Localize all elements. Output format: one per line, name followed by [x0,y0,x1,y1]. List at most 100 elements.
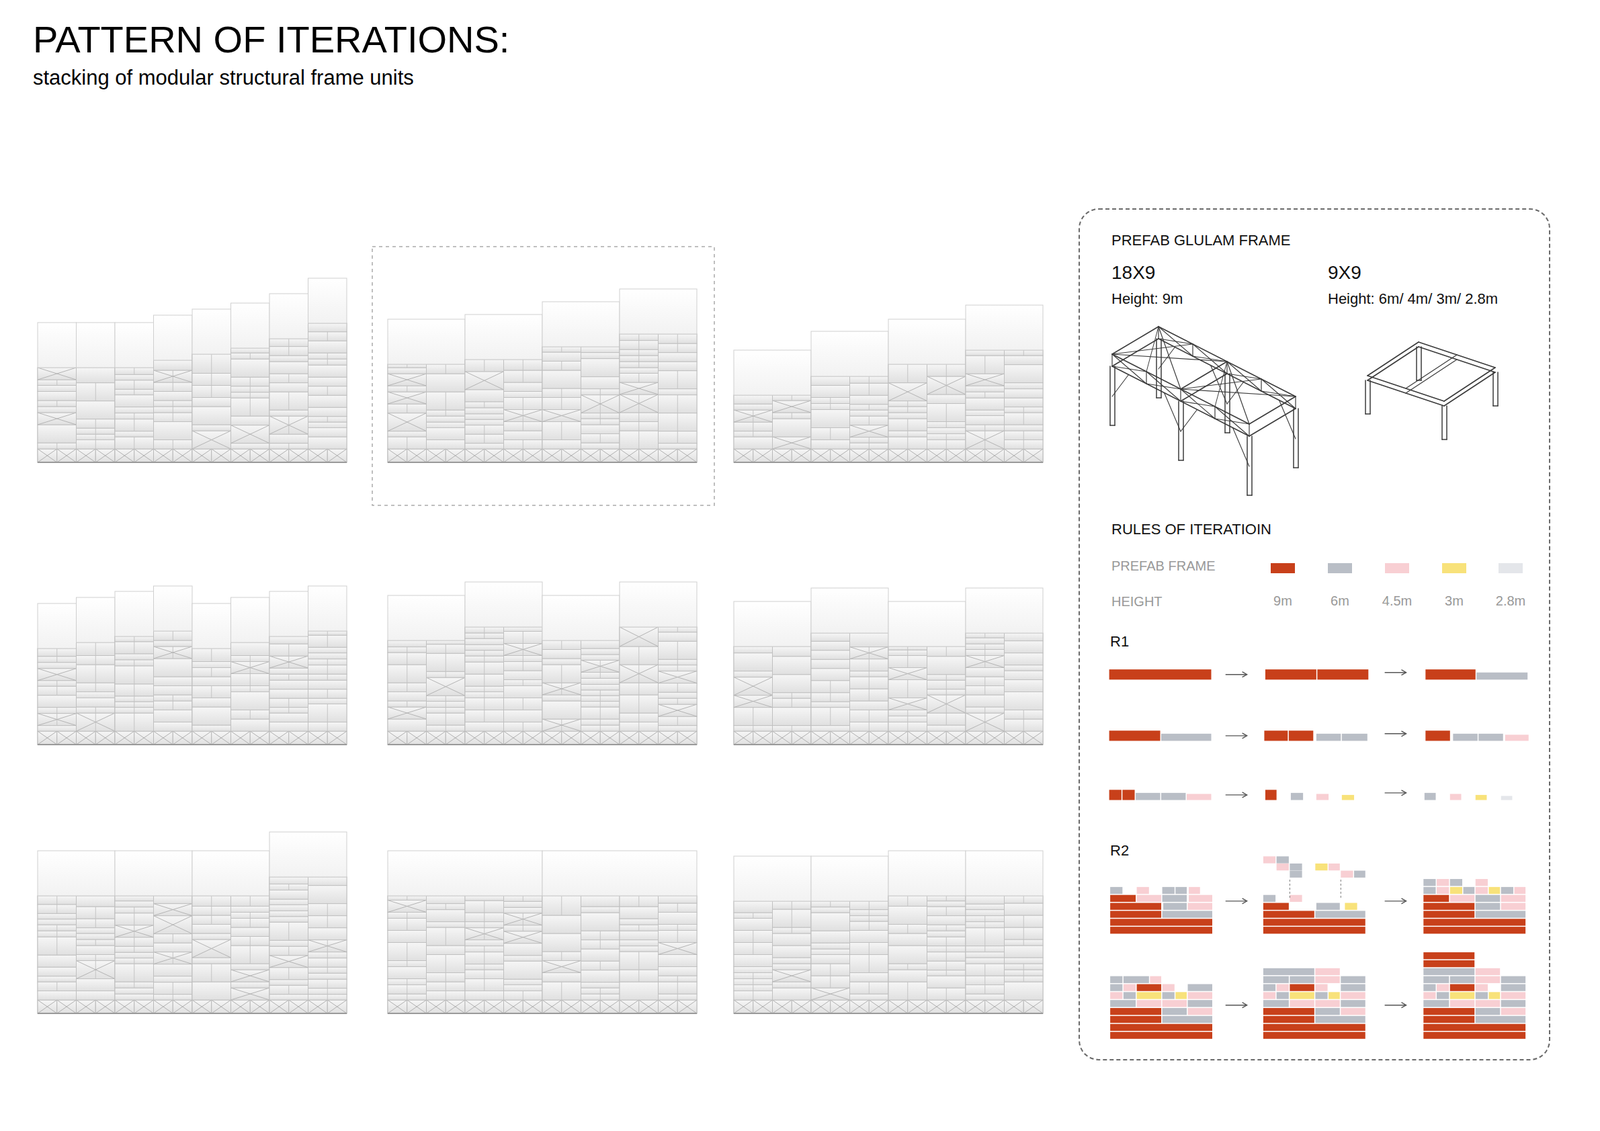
iteration-block [1263,903,1289,910]
frame-cell [965,731,986,745]
frame-cell [308,680,348,690]
frame-cell [114,380,154,390]
bracing [733,448,754,463]
frame-cell [192,373,232,386]
iteration-block [1423,910,1475,918]
frame-cell [965,921,1005,929]
frame-cell [581,912,621,931]
frame-cell [76,434,116,440]
bracing [503,913,543,926]
frame-cell [192,667,232,678]
frame-cell [153,982,193,995]
frame-post [677,975,679,982]
frame-cell [269,655,309,668]
bracing [791,999,812,1014]
frame-cell [172,999,193,1014]
frame-cell [387,979,427,986]
frame-post [829,963,831,976]
frame-post [288,985,289,995]
bracing [249,999,270,1014]
frame-cell [927,901,967,907]
bracing [327,999,347,1014]
bracing [407,448,427,463]
bracing [791,448,812,463]
frame-cell [114,413,154,420]
frame-cell [658,632,698,642]
roof-volume [811,587,889,634]
frame-cell [153,676,193,687]
frame-member [1444,367,1496,402]
frame-cell [542,361,582,371]
frame-cell [733,653,773,672]
frame-cell [503,382,543,392]
bracing [37,448,58,463]
bracing [387,731,408,745]
bracing [172,731,193,745]
frame-cell [153,440,193,450]
frame-post [483,979,485,992]
frame-cell [465,419,504,425]
frame-cell [927,946,967,953]
frame-cell [581,731,601,745]
frame-post [946,674,947,681]
frame-cell [503,913,543,926]
frame-cell [965,993,1005,1000]
frame-cell [192,648,232,662]
frame-post [600,434,601,444]
frame-cell [153,391,193,402]
frame-cell [503,731,524,745]
iteration-block [1315,983,1328,991]
frame-cell [811,901,851,908]
frame-cell [503,991,543,1001]
frame-cell [811,701,851,707]
frame-cell [465,686,504,692]
frame-post [95,706,97,713]
bracing [249,999,270,1014]
rule-arrow [1384,733,1407,734]
frame-cell [888,731,908,745]
frame-member [1110,424,1115,427]
bracing [37,412,77,425]
frame-post [288,884,289,891]
frame-cell [733,973,773,980]
frame-post [907,430,908,437]
frame-cell [772,707,812,726]
frame-cell [965,655,1005,668]
frame-cell [850,901,890,910]
frame-cell [503,722,543,732]
frame-cell [503,359,543,371]
frame-cell [600,731,620,745]
frame-cell [211,448,232,463]
frame-cell [269,731,289,745]
frame-cell [658,659,698,665]
frame-cell [308,659,348,666]
frame-post [406,647,408,653]
bracing [619,382,659,395]
frame-cell [387,960,427,967]
bracing [581,395,621,414]
frame-cell [581,389,621,396]
bracing [600,448,620,463]
frame-cell [1004,440,1044,450]
frame-cell [503,397,543,410]
bracing [581,999,601,1014]
roof-volume [619,581,697,627]
frame-cell [503,643,543,656]
frame-post [327,635,328,648]
rule-arrow [1225,735,1248,736]
frame-post [946,440,947,450]
frame-cell [772,448,793,463]
frame-post [638,355,640,362]
frame-post [445,712,447,726]
frame-cell [965,391,1005,398]
iteration-block [1288,730,1314,741]
frame-cell [37,406,77,413]
frame-cell [308,952,348,959]
iteration-block [1425,669,1476,680]
bracing [600,731,620,745]
frame-member [1227,361,1250,425]
frame-cell [850,942,890,955]
bracing [503,409,543,423]
frame-post [445,391,447,410]
bracing [503,643,543,656]
